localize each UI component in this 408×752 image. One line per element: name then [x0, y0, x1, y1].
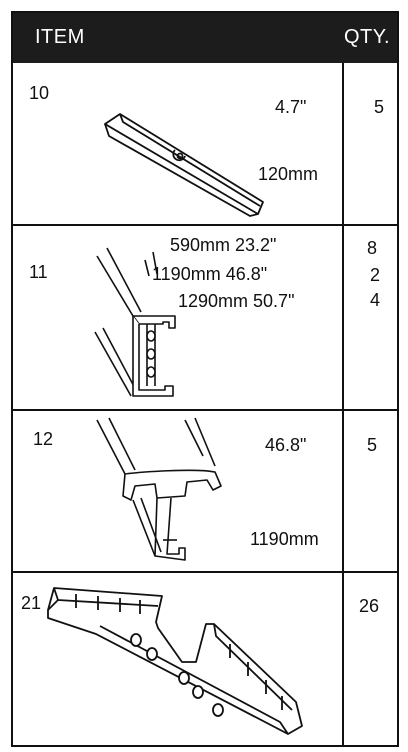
length-spec: 1190mm 46.8": [152, 264, 268, 284]
column-divider: [342, 226, 344, 409]
item-number: 10: [29, 83, 50, 103]
quantity: 5: [374, 97, 385, 117]
quantity: 26: [359, 596, 380, 616]
item-column-header: ITEM: [35, 26, 85, 48]
item-number: 12: [33, 429, 54, 449]
table-header: ITEM QTY.: [11, 11, 399, 63]
column-divider: [342, 411, 344, 571]
row-divider: [11, 224, 399, 226]
column-divider: [342, 63, 344, 224]
length-spec: 590mm 23.2": [170, 235, 277, 255]
length-inches: 4.7": [275, 97, 307, 117]
quantity: 2: [370, 265, 381, 285]
length-spec: 1290mm 50.7": [178, 291, 295, 311]
item-number: 21: [21, 593, 42, 613]
part-21-bracket-illustration: [47, 587, 303, 735]
quantity: 4: [370, 290, 381, 310]
length-inches: 46.8": [265, 435, 307, 455]
quantity: 8: [367, 238, 378, 258]
part-12-t-beam-illustration: [96, 417, 222, 561]
row-divider: [11, 571, 399, 573]
column-divider: [342, 573, 344, 747]
item-number: 11: [29, 262, 48, 282]
part-11-i-beam-illustration: [94, 247, 176, 397]
length-mm: 120mm: [258, 164, 319, 184]
part-10-rail-illustration: [104, 113, 264, 217]
length-mm: 1190mm: [250, 529, 319, 549]
row-divider: [11, 409, 399, 411]
parts-table: ITEM QTY.: [11, 11, 399, 747]
quantity: 5: [367, 435, 378, 455]
qty-column-header: QTY.: [344, 26, 391, 48]
